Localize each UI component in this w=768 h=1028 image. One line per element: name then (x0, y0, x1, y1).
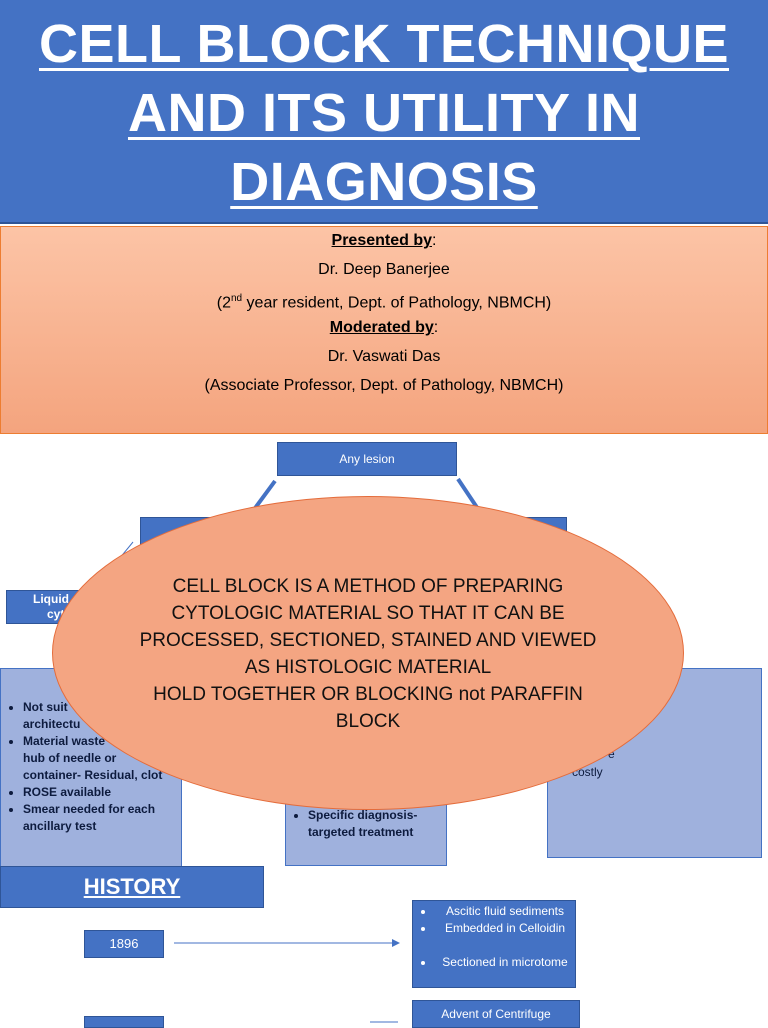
node-any-lesion: Any lesion (277, 442, 457, 476)
title-banner: CELL BLOCK TECHNIQUE AND ITS UTILITY IN … (0, 0, 768, 224)
presented-by-line: Presented by: (331, 232, 437, 249)
definition-line-5: HOLD TOGETHER OR BLOCKING not PARAFFIN (153, 684, 583, 705)
history-year-2 (84, 1016, 164, 1028)
history-event-centrifuge: Advent of Centrifuge (412, 1000, 580, 1028)
title-line-2: AND ITS UTILITY IN (127, 83, 640, 143)
title-line-1: CELL BLOCK TECHNIQUE (38, 14, 729, 74)
left-item-3: ROSE available (23, 784, 181, 801)
event-item: Ascitic fluid sediments (435, 903, 575, 920)
history-event-1896: Ascitic fluid sediments Embedded in Cell… (412, 900, 576, 988)
definition-line-1: CELL BLOCK IS A METHOD OF PREPARING (172, 576, 564, 597)
presenter-name: Dr. Deep Banerjee (318, 261, 450, 278)
event-item: Sectioned in microtome (435, 954, 575, 971)
moderated-by-line: Moderated by: (329, 319, 439, 336)
definition-line-4: AS HISTOLOGIC MATERIAL (244, 657, 492, 678)
history-year-1896: 1896 (84, 930, 164, 958)
moderator-name: Dr. Vaswati Das (327, 348, 441, 365)
title-line-3: DIAGNOSIS (230, 152, 538, 212)
definition-line-3: PROCESSED, SECTIONED, STAINED AND VIEWED (139, 630, 597, 651)
middle-item-1: Specific diagnosis-targeted treatment (308, 807, 446, 841)
presenter-panel: Presented by: Dr. Deep Banerjee (2nd yea… (0, 226, 768, 434)
history-heading: HISTORY (0, 866, 264, 908)
event-item: Embedded in Celloidin (435, 920, 575, 937)
moderator-role: (Associate Professor, Dept. of Pathology… (204, 377, 564, 394)
presenter-role: (2nd year resident, Dept. of Pathology, … (216, 293, 552, 312)
presented-by-label: Presented by (331, 232, 433, 249)
definition-line-2: CYTOLOGIC MATERIAL SO THAT IT CAN BE (171, 603, 565, 624)
moderated-by-label: Moderated by (329, 319, 434, 336)
definition-oval (52, 496, 684, 810)
definition-line-6: BLOCK (335, 711, 401, 732)
